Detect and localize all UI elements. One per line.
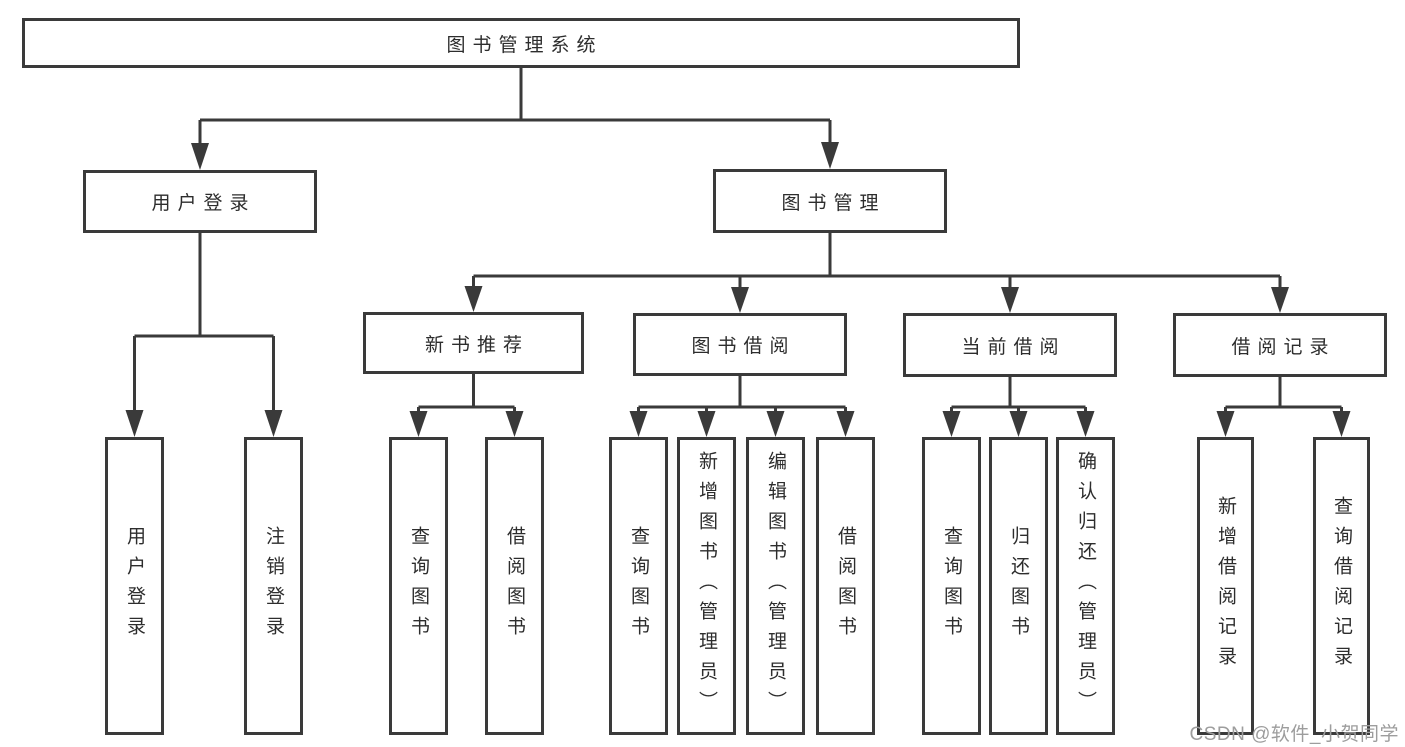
node-label: 新书推荐 xyxy=(424,334,529,356)
node-library-system: 图书管理系统 xyxy=(22,18,1020,68)
node-current-borrow: 当前借阅 xyxy=(903,313,1117,377)
connector-book-management xyxy=(464,233,1289,313)
leaf-query-books-recommend: 查询图书 xyxy=(389,437,448,735)
leaf-confirm-return-admin: 确认归还（管理员） xyxy=(1056,437,1115,735)
leaf-query-books-current: 查询图书 xyxy=(922,437,981,735)
leaf-label: 归还图书 xyxy=(1008,526,1029,646)
node-new-book-recommend: 新书推荐 xyxy=(363,312,584,374)
leaf-label: 编辑图书（管理员） xyxy=(765,451,786,721)
node-book-management: 图书管理 xyxy=(713,169,947,233)
leaf-label: 查询图书 xyxy=(408,526,429,646)
connector-user-login xyxy=(125,233,283,437)
node-book-borrow: 图书借阅 xyxy=(633,313,847,376)
leaf-label: 借阅图书 xyxy=(835,526,856,646)
node-label: 当前借阅 xyxy=(961,336,1066,358)
leaf-label: 查询图书 xyxy=(941,526,962,646)
leaf-label: 用户登录 xyxy=(124,526,145,646)
leaf-add-borrow-record: 新增借阅记录 xyxy=(1197,437,1254,735)
leaf-label: 查询图书 xyxy=(628,526,649,646)
leaf-query-borrow-record: 查询借阅记录 xyxy=(1313,437,1370,735)
leaf-label: 新增图书（管理员） xyxy=(696,451,717,721)
leaf-borrow-books: 借阅图书 xyxy=(816,437,875,735)
leaf-label: 确认归还（管理员） xyxy=(1075,451,1096,721)
leaf-borrow-books-recommend: 借阅图书 xyxy=(485,437,544,735)
connector-book-borrow xyxy=(629,376,855,437)
node-user-login: 用户登录 xyxy=(83,170,317,233)
connector-root xyxy=(191,68,839,170)
node-borrow-records: 借阅记录 xyxy=(1173,313,1387,377)
node-label: 用户登录 xyxy=(151,193,256,214)
leaf-add-books-admin: 新增图书（管理员） xyxy=(677,437,736,735)
connector-new-book-recommend xyxy=(409,374,524,437)
leaf-user-login: 用户登录 xyxy=(105,437,164,735)
leaf-label: 借阅图书 xyxy=(504,526,525,646)
node-label: 图书管理系统 xyxy=(446,34,603,56)
node-label: 借阅记录 xyxy=(1231,336,1336,358)
leaf-label: 新增借阅记录 xyxy=(1215,496,1236,676)
csdn-watermark: CSDN @软件_小贺同学 xyxy=(1189,724,1399,745)
leaf-edit-books-admin: 编辑图书（管理员） xyxy=(746,437,805,735)
node-label: 图书借阅 xyxy=(691,336,796,357)
connector-borrow-records xyxy=(1216,377,1351,437)
node-label: 图书管理 xyxy=(781,192,886,214)
leaf-return-books: 归还图书 xyxy=(989,437,1048,735)
connector-current-borrow xyxy=(942,377,1095,437)
leaf-logout: 注销登录 xyxy=(244,437,303,735)
leaf-query-books-borrow: 查询图书 xyxy=(609,437,668,735)
leaf-label: 注销登录 xyxy=(263,526,284,646)
leaf-label: 查询借阅记录 xyxy=(1331,496,1352,676)
